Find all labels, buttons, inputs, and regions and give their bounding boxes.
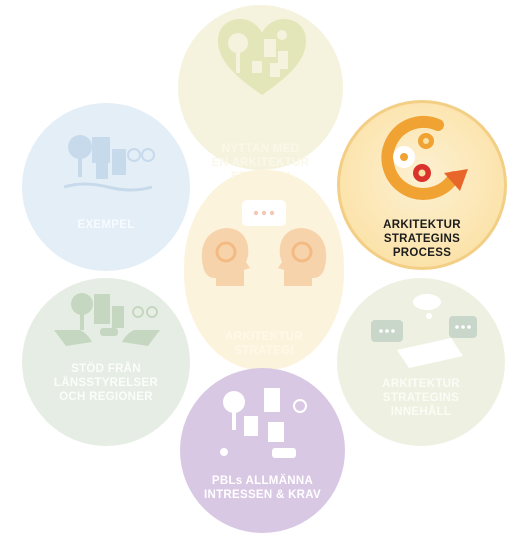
gears-cycle-icon <box>381 115 468 200</box>
petal-stod-label: STÖD FRÅN LÄNSSTYRELSER OCH REGIONER <box>53 363 159 403</box>
heart-city-icon <box>218 19 306 95</box>
petal-innehall-label: ARKITEKTUR STRATEGINS INNEHÅLL <box>382 378 460 418</box>
petal-center[interactable]: ARKITEKTUR STRATEGI <box>184 170 344 370</box>
petal-process-label: ARKITEKTUR STRATEGINS PROCESS <box>383 219 461 259</box>
petal-exempel[interactable]: EXEMPEL <box>22 103 190 271</box>
petal-pbl-label: PBLs ALLMÄNNA INTRESSEN & KRAV <box>203 475 322 501</box>
hands-city-icon <box>54 293 160 346</box>
speech-document-icon <box>371 294 477 368</box>
thinking-heads-icon <box>201 200 327 286</box>
law-paragraph-icon <box>220 388 307 458</box>
petal-center-label: ARKITEKTUR STRATEGI <box>225 331 303 357</box>
petal-pbl[interactable]: PBLs ALLMÄNNA INTRESSEN & KRAV <box>180 368 345 533</box>
city-scene-icon <box>63 135 155 192</box>
petal-process[interactable]: ARKITEKTUR STRATEGINS PROCESS <box>337 100 507 270</box>
petal-stod[interactable]: STÖD FRÅN LÄNSSTYRELSER OCH REGIONER <box>22 278 190 446</box>
petal-innehall[interactable]: ARKITEKTUR STRATEGINS INNEHÅLL <box>337 278 505 446</box>
petal-exempel-label: EXEMPEL <box>77 219 135 231</box>
petal-nyttan[interactable]: NYTTAN MED EN ARKITEKTUR STRATEGI <box>178 5 343 183</box>
